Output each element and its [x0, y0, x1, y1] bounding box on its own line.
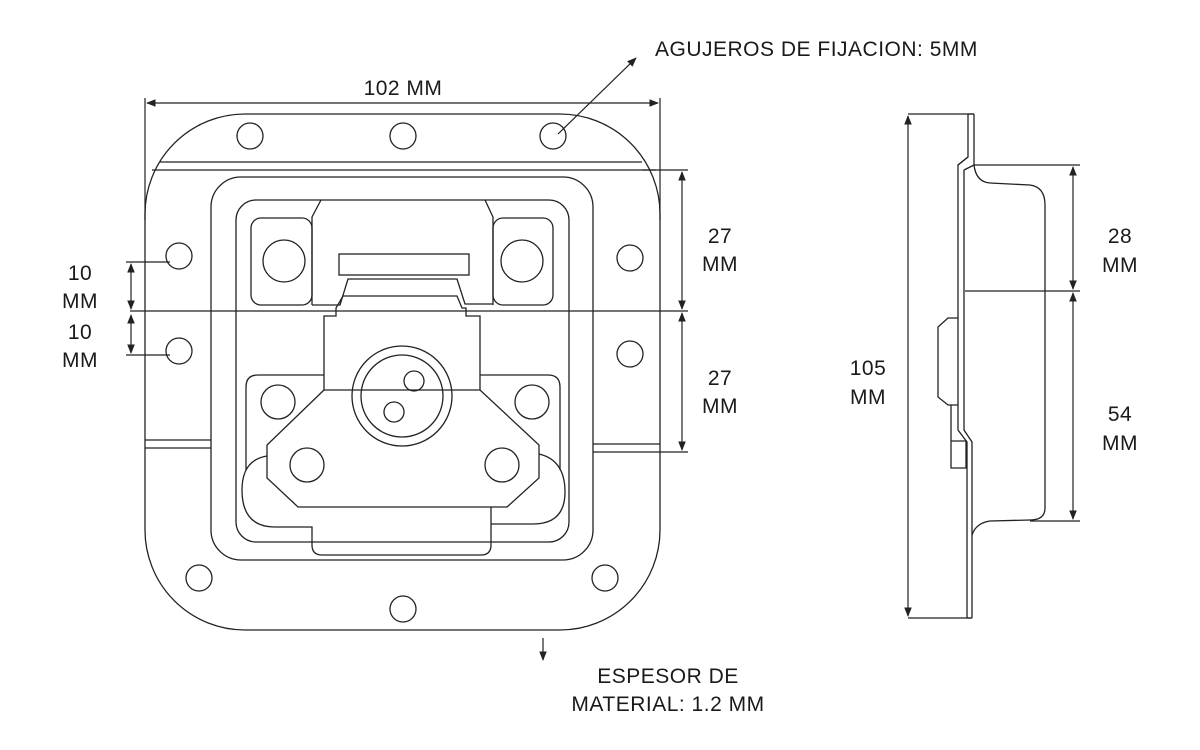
key-pin-hole: [403, 370, 425, 392]
mounting-hole: [185, 564, 213, 592]
mounting-hole: [236, 122, 264, 150]
mounting-hole: [616, 340, 644, 368]
rivet-hole: [484, 447, 520, 483]
holes-label: AGUJEROS DE FIJACION: 5MM: [655, 38, 978, 61]
catch-slot: [338, 253, 470, 276]
latch-hook: [312, 278, 493, 306]
thickness-label-line2: MATERIAL: 1.2 MM: [571, 693, 764, 716]
handle-bail: [241, 453, 566, 556]
mounting-hole: [616, 244, 644, 272]
recessed-dish: [210, 176, 594, 561]
key-pin-hole: [383, 401, 405, 423]
rivet-hole: [514, 384, 550, 420]
side-upper-value: 28: [1108, 225, 1132, 248]
hinge-hole: [262, 239, 306, 283]
lower-depth-value: 27: [708, 367, 732, 390]
lock-cylinder-inner: [360, 354, 444, 438]
lower-lobe-left: [245, 374, 324, 470]
mounting-hole: [389, 595, 417, 623]
height-unit: MM: [850, 386, 886, 409]
hole-spacing-bottom-unit: MM: [62, 349, 98, 372]
mounting-hole: [539, 122, 567, 150]
hole-spacing-top-value: 10: [68, 262, 92, 285]
side-lower-unit: MM: [1102, 432, 1138, 455]
holes-leader-arrow: [557, 57, 637, 135]
mounting-hole: [165, 337, 193, 365]
mounting-hole: [165, 242, 193, 270]
side-upper-unit: MM: [1102, 254, 1138, 277]
hinge-bracket: [311, 199, 494, 305]
outer-flange: [144, 113, 661, 631]
front-view: [126, 57, 688, 661]
mounting-holes: [165, 122, 644, 623]
side-view: [904, 113, 1080, 619]
flange-profile: [957, 114, 975, 618]
upper-depth-unit: MM: [702, 253, 738, 276]
side-lower-value: 54: [1108, 403, 1132, 426]
lock-cylinder-outer: [351, 345, 453, 447]
handle-profile: [937, 317, 958, 406]
latch-body: [323, 295, 481, 390]
height-value: 105: [850, 357, 887, 380]
catch-profile: [950, 405, 967, 469]
rivet-hole: [289, 447, 325, 483]
hole-spacing-bottom-value: 10: [68, 321, 92, 344]
hinge-hole: [500, 239, 544, 283]
lower-depth-unit: MM: [702, 395, 738, 418]
left-hinge-block: [250, 217, 313, 306]
width-label: 102 MM: [364, 77, 443, 100]
dish-inner-wall: [235, 199, 570, 543]
dish-profile: [971, 164, 1046, 536]
thickness-label-line1: ESPESOR DE: [597, 665, 739, 688]
hole-spacing-top-unit: MM: [62, 290, 98, 313]
rivet-hole: [260, 384, 296, 420]
mounting-hole: [389, 122, 417, 150]
lower-lobe-right: [480, 374, 561, 470]
upper-depth-value: 27: [708, 225, 732, 248]
mounting-hole: [591, 564, 619, 592]
right-hinge-block: [492, 217, 554, 306]
